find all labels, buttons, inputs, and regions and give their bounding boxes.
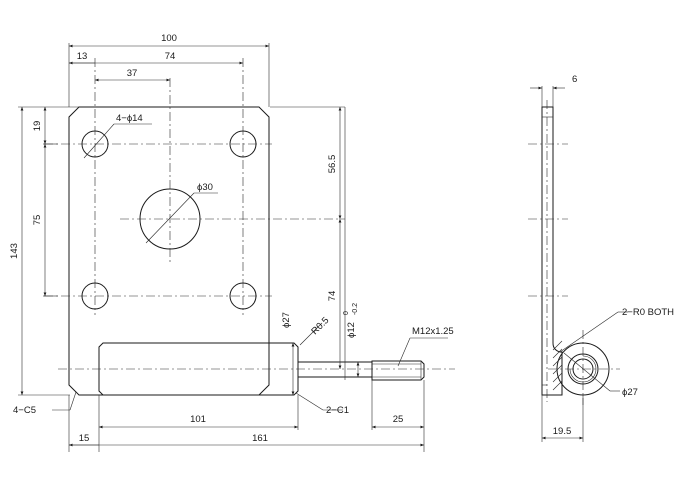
leader-hole: [83, 123, 115, 159]
shaft-body: [98, 342, 299, 396]
dim-4-C5: 4−C5: [13, 405, 36, 416]
dim-37: 37: [127, 68, 138, 79]
dim-R0-5: R0.5: [309, 315, 331, 337]
dim-phi12: ϕ12: [346, 322, 357, 338]
dim-phi27-shaft: ϕ27: [281, 312, 292, 328]
dim-100: 100: [161, 33, 177, 44]
dim-161: 161: [252, 433, 268, 444]
dim-56-5: 56.5: [327, 155, 338, 174]
dim-143: 143: [9, 243, 20, 259]
dim-13: 13: [77, 51, 88, 62]
dim-phi12-tol-lower: -0.2: [352, 303, 359, 315]
dim-M12: M12x1.25: [412, 326, 454, 337]
dim-phi27-side: ϕ27: [622, 387, 638, 398]
dim-25: 25: [393, 414, 404, 425]
dim-4-phi14: 4−ϕ14: [116, 113, 143, 124]
dim-2-C1: 2−C1: [326, 405, 349, 416]
dim-74-top: 74: [165, 51, 176, 62]
dim-74-side: 74: [327, 291, 338, 302]
dim-phi12-tol-upper: 0: [343, 311, 350, 315]
dim-19-5: 19.5: [553, 426, 572, 437]
dim-phi30: ϕ30: [197, 182, 213, 193]
front-view: [18, 43, 455, 452]
dim-101: 101: [190, 414, 206, 425]
dim-2-R0-both: 2−R0 BOTH: [622, 307, 674, 318]
side-plate: [541, 106, 563, 396]
dim-6: 6: [572, 74, 577, 85]
dim-19: 19: [32, 121, 43, 132]
dim-75: 75: [32, 215, 43, 226]
dim-15: 15: [79, 433, 90, 444]
side-view: [528, 86, 628, 442]
leader-center-hole: [145, 192, 195, 244]
